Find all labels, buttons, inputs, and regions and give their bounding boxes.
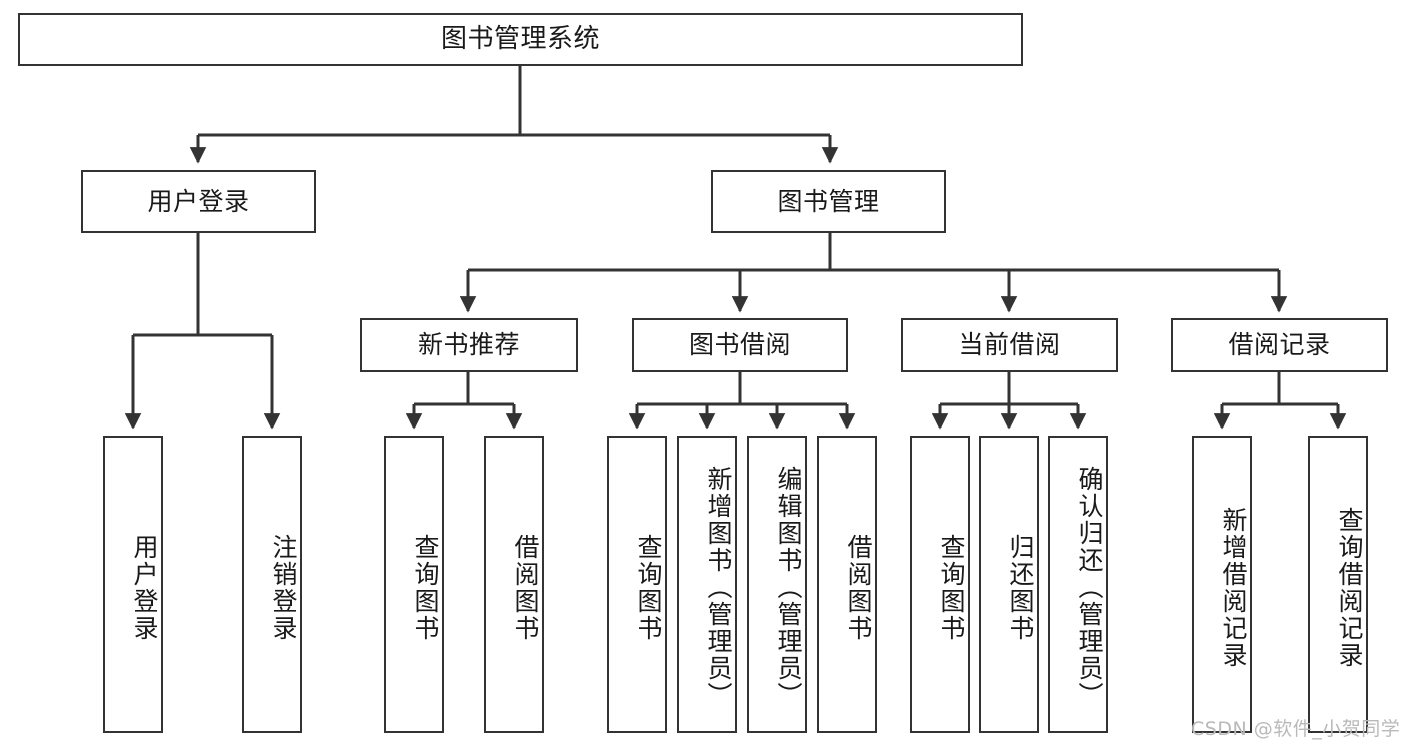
node-root[interactable]: 图书管理系统 (18, 13, 1023, 66)
node-leaf-user-login[interactable]: 用户登录 (103, 436, 163, 733)
node-user-login[interactable]: 用户登录 (81, 170, 316, 233)
node-new-book-recommend[interactable]: 新书推荐 (360, 318, 578, 372)
node-leaf-borrow-book-1[interactable]: 借阅图书 (484, 436, 544, 733)
node-book-management[interactable]: 图书管理 (711, 170, 946, 233)
node-borrow-record[interactable]: 借阅记录 (1171, 318, 1388, 372)
watermark-text: CSDN @软件_小贺同学 (1191, 718, 1401, 740)
node-book-borrow[interactable]: 图书借阅 (632, 318, 848, 372)
node-leaf-borrow-book-2[interactable]: 借阅图书 (817, 436, 877, 733)
node-leaf-logout-login[interactable]: 注销登录 (242, 436, 302, 733)
node-leaf-return-book[interactable]: 归还图书 (979, 436, 1039, 733)
node-leaf-edit-book[interactable]: 编辑图书（管理员） (747, 436, 807, 733)
node-leaf-query-book-2[interactable]: 查询图书 (607, 436, 667, 733)
node-leaf-query-record[interactable]: 查询借阅记录 (1308, 436, 1368, 733)
node-leaf-query-book-1[interactable]: 查询图书 (384, 436, 444, 733)
node-leaf-confirm-return[interactable]: 确认归还（管理员） (1048, 436, 1108, 733)
node-leaf-add-record[interactable]: 新增借阅记录 (1192, 436, 1252, 733)
node-current-borrow[interactable]: 当前借阅 (901, 318, 1118, 372)
node-leaf-add-book[interactable]: 新增图书（管理员） (677, 436, 737, 733)
node-leaf-query-book-3[interactable]: 查询图书 (910, 436, 970, 733)
